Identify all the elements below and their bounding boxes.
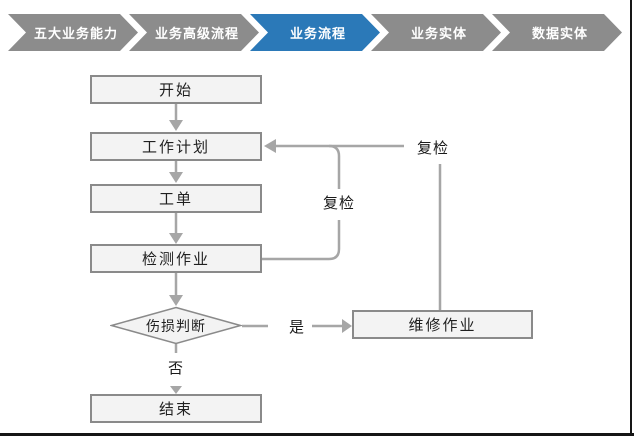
step-tab-label: 业务流程 [289, 26, 346, 41]
flow-node-label: 结束 [158, 401, 193, 418]
edge-inner-recheck-lower [262, 220, 341, 261]
arrowhead-recheck-to-plan [264, 139, 276, 153]
arrowhead-order-to-inspect [169, 233, 183, 244]
flow-node-end: 结束 [90, 394, 262, 423]
arrowhead-inspect-to-judge [169, 295, 183, 306]
step-tab-data-entity[interactable]: 数据实体 [492, 14, 622, 51]
flow-node-order: 工单 [90, 184, 262, 213]
step-tab-label: 五大业务能力 [33, 26, 118, 41]
flow-node-label: 维修作业 [408, 317, 477, 334]
page-border-right [630, 0, 632, 436]
step-tab-label: 业务实体 [410, 26, 467, 41]
step-tab-business-process-active[interactable]: 业务流程 [250, 14, 380, 51]
flow-node-label: 开始 [158, 82, 193, 99]
step-tab-five-capabilities[interactable]: 五大业务能力 [8, 14, 138, 51]
page-border-bottom [0, 433, 634, 436]
flow-node-judge-decision: 伤损判断 [110, 306, 242, 345]
step-tab-label: 数据实体 [531, 26, 588, 41]
arrowhead-plan-to-order [169, 172, 183, 183]
flow-node-inspect: 检测作业 [90, 244, 262, 273]
arrowhead-start-to-plan [169, 120, 183, 131]
arrowhead-no-to-end [170, 386, 182, 394]
diamond-outline [110, 306, 242, 345]
step-tab-label: 业务高级流程 [154, 26, 239, 41]
step-tab-high-level-process[interactable]: 业务高级流程 [129, 14, 259, 51]
flow-node-label: 检测作业 [141, 251, 210, 268]
edge-inner-recheck-upper [328, 144, 341, 189]
edge-label-recheck-inner: 复检 [317, 192, 361, 212]
flow-node-label: 伤损判断 [146, 317, 206, 334]
edge-label-no: 否 [162, 357, 190, 377]
flow-node-plan: 工作计划 [90, 132, 262, 161]
edge-label-recheck-right: 复检 [411, 137, 455, 157]
edge-label-yes: 是 [283, 316, 311, 336]
diamond-shape [110, 306, 242, 345]
flow-node-label: 工单 [158, 191, 193, 208]
arrowhead-yes-to-repair [342, 319, 352, 333]
step-tab-business-entity[interactable]: 业务实体 [371, 14, 501, 51]
flow-node-repair: 维修作业 [352, 310, 533, 339]
flow-node-label: 工作计划 [141, 139, 210, 156]
flow-node-start: 开始 [90, 75, 262, 104]
